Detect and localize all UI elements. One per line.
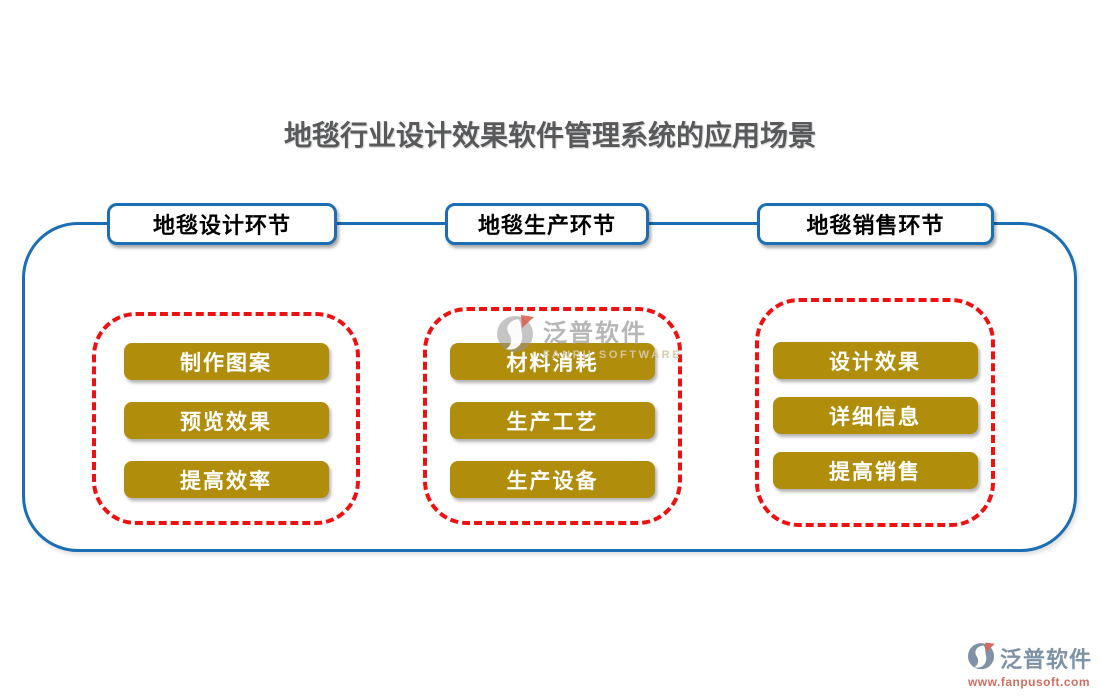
sales-item-detail-info: 详细信息	[772, 397, 978, 434]
production-item-process: 生产工艺	[450, 402, 655, 439]
sales-item-design-effect: 设计效果	[772, 342, 978, 379]
production-phase-group: 材料消耗 生产工艺 生产设备	[423, 307, 682, 525]
design-item-preview-effect: 预览效果	[123, 402, 329, 439]
design-item-improve-efficiency: 提高效率	[123, 461, 329, 498]
phase-header-sales: 地毯销售环节	[757, 203, 994, 245]
phase-header-design: 地毯设计环节	[107, 203, 337, 245]
design-phase-group: 制作图案 预览效果 提高效率	[92, 312, 360, 525]
footer-watermark: 泛普软件 www.fanpusoft.com	[966, 641, 1092, 689]
production-item-equipment: 生产设备	[450, 461, 655, 498]
footer-watermark-brand: 泛普软件	[999, 647, 1092, 672]
page-title: 地毯行业设计效果软件管理系统的应用场景	[283, 120, 816, 151]
footer-watermark-url: www.fanpusoft.com	[967, 675, 1091, 689]
production-item-material-consumption: 材料消耗	[450, 343, 655, 380]
fanpu-logo-icon	[966, 641, 996, 675]
design-item-make-pattern: 制作图案	[123, 343, 329, 380]
sales-phase-group: 设计效果 详细信息 提高销售	[755, 298, 995, 527]
sales-item-improve-sales: 提高销售	[772, 452, 978, 489]
phase-header-production: 地毯生产环节	[445, 203, 649, 245]
